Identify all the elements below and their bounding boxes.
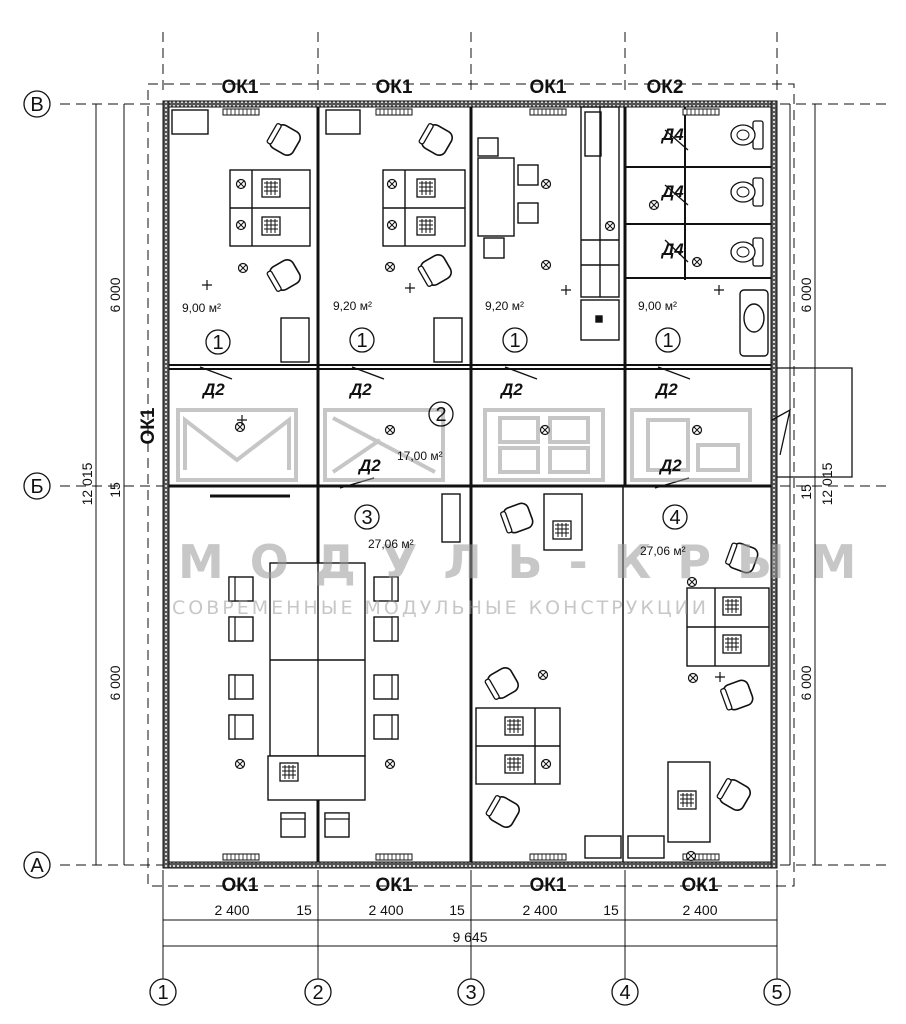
room-area: 9,20 м² [333, 299, 372, 313]
window-label: ОК1 [222, 875, 259, 896]
window-label: ОК2 [647, 77, 684, 98]
room-area: 27,06 м² [640, 544, 686, 558]
window-labels-top: ОК1 ОК1 ОК1 ОК2 [222, 77, 684, 98]
window-label: ОК1 [376, 77, 413, 98]
door-label: Д2 [499, 380, 523, 399]
room-area: 9,20 м² [485, 299, 524, 313]
dimension-text-left: 6 000 15 6 000 12 015 [79, 277, 123, 700]
watermark-title: МОДУЛЬ-КРЫМ [178, 535, 882, 589]
room-number: 3 [361, 507, 372, 529]
room-number: 1 [212, 332, 223, 354]
door-label: Д2 [201, 380, 225, 399]
room-numbers: 1 1 1 1 2 3 4 [205, 327, 688, 530]
dimension-lines-left [95, 104, 816, 865]
window-label-side: ОК1 [138, 407, 159, 444]
room-labels: 9,00 м² 9,20 м² 9,20 м² 9,00 м² 17,00 м²… [182, 299, 686, 558]
window-label: ОК1 [222, 77, 259, 98]
room-area: 9,00 м² [638, 299, 677, 313]
window-label: ОК1 [530, 875, 567, 896]
door-label: Д2 [357, 456, 381, 475]
bay-dimension: 2 400 [368, 902, 403, 918]
office-3-furniture [475, 493, 622, 859]
door-label: Д2 [658, 456, 682, 475]
window-labels-bottom: ОК1 ОК1 ОК1 ОК1 [222, 875, 719, 896]
room-number: 1 [356, 330, 367, 352]
axis-bubbles-columns: 1 2 3 4 5 [149, 978, 791, 1006]
door-label: Д2 [654, 380, 678, 399]
watermark [176, 408, 752, 482]
office-1-furniture [171, 109, 311, 363]
column-axis-label: 3 [465, 982, 476, 1004]
gap-dimension: 15 [449, 902, 465, 918]
row-axis-label: Б [30, 476, 43, 498]
row-axis-label: В [30, 94, 43, 116]
dimension-text-right: 6 000 15 6 000 12 015 [798, 277, 835, 700]
left-bottom-dimension: 6 000 [107, 665, 123, 700]
door-label: Д4 [660, 182, 684, 201]
dimension-text-bottom: 2 400 2 400 2 400 2 400 15 15 15 9 645 [214, 902, 717, 945]
bay-dimension: 2 400 [522, 902, 557, 918]
right-mid-dimension: 15 [798, 484, 814, 500]
room-area: 17,00 м² [397, 449, 443, 463]
watermark-subtitle: СОВРЕМЕННЫЕ МОДУЛЬНЫЕ КОНСТРУКЦИИ [172, 597, 709, 619]
office-2-furniture [325, 109, 466, 363]
left-mid-dimension: 15 [107, 482, 123, 498]
row-axis-label: А [30, 855, 44, 877]
window-label: ОК1 [376, 875, 413, 896]
room-number: 2 [435, 404, 446, 426]
column-axis-label: 1 [157, 982, 168, 1004]
right-top-dimension: 6 000 [798, 277, 814, 312]
column-axis-label: 4 [619, 982, 630, 1004]
column-axis-label: 5 [771, 982, 782, 1004]
right-bottom-dimension: 6 000 [798, 665, 814, 700]
window-label: ОК1 [682, 875, 719, 896]
left-total-dimension: 12 015 [79, 462, 95, 505]
door-label: Д4 [660, 240, 684, 259]
room-number: 1 [662, 330, 673, 352]
column-axis-label: 2 [312, 982, 323, 1004]
bay-dimension: 2 400 [682, 902, 717, 918]
gap-dimension: 15 [296, 902, 312, 918]
left-top-dimension: 6 000 [107, 277, 123, 312]
door-labels: Д2 Д2 Д2 Д2 Д2 Д2 Д4 Д4 Д4 [201, 125, 684, 475]
bay-dimension: 2 400 [214, 902, 249, 918]
gap-dimension: 15 [603, 902, 619, 918]
room-area: 27,06 м² [368, 537, 414, 551]
right-total-dimension: 12 015 [819, 462, 835, 505]
window-label: ОК1 [530, 77, 567, 98]
kitchen-furniture [477, 106, 620, 341]
axis-bubbles-rows: В Б А [23, 90, 51, 879]
outer-walls [162, 100, 778, 869]
office-4-furniture [627, 539, 770, 862]
cross-marks [202, 280, 725, 682]
door-label: Д2 [348, 380, 372, 399]
total-width-dimension: 9 645 [452, 929, 487, 945]
door-label: Д4 [660, 125, 684, 144]
meeting-room-furniture [228, 493, 461, 838]
room-number: 1 [509, 330, 520, 352]
room-area: 9,00 м² [182, 301, 221, 315]
wc-furniture [648, 120, 769, 357]
room-number: 4 [669, 507, 680, 529]
